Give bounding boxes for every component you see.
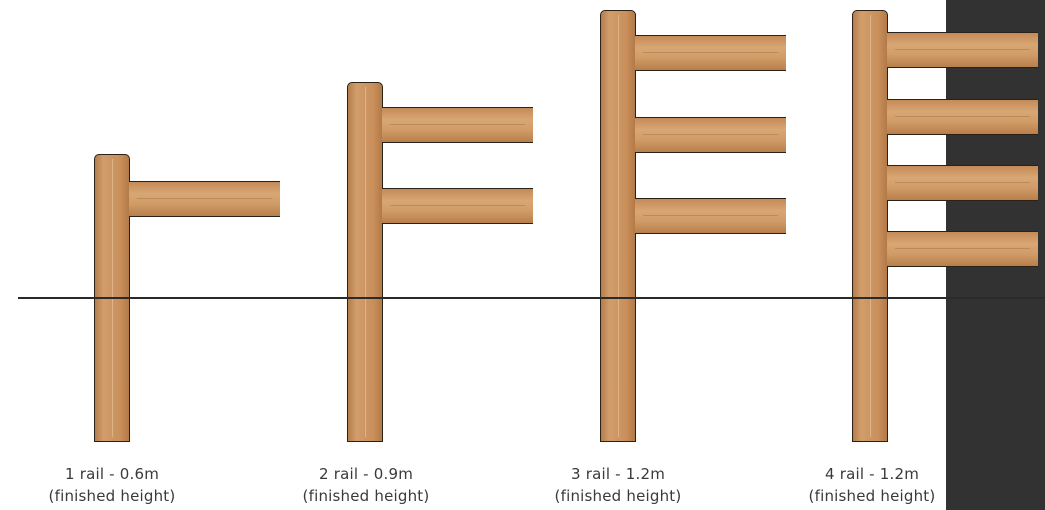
fence-4-rail-3 <box>887 165 1038 201</box>
fence-3-rail-3 <box>635 198 786 234</box>
fence-3-rail-1 <box>635 35 786 71</box>
fence-2-caption: 2 rail - 0.9m (finished height) <box>266 463 466 507</box>
fence-1-caption: 1 rail - 0.6m (finished height) <box>12 463 212 507</box>
fence-4-rail-1 <box>887 32 1038 68</box>
fence-2-rail-1 <box>382 107 533 143</box>
fence-2-note: (finished height) <box>302 487 430 505</box>
fence-3-note: (finished height) <box>554 487 682 505</box>
fence-2-post <box>347 82 383 442</box>
fence-1-label: 1 rail - 0.6m <box>64 465 160 483</box>
fence-4-post <box>852 10 888 442</box>
fence-3-post <box>600 10 636 442</box>
fence-4-caption: 4 rail - 1.2m (finished height) <box>772 463 972 507</box>
fence-3-caption: 3 rail - 1.2m (finished height) <box>518 463 718 507</box>
fence-4-label: 4 rail - 1.2m <box>824 465 920 483</box>
fence-3-rail-2 <box>635 117 786 153</box>
fence-4-rail-2 <box>887 99 1038 135</box>
fence-3-label: 3 rail - 1.2m <box>570 465 666 483</box>
fence-1-note: (finished height) <box>48 487 176 505</box>
fence-2-rail-2 <box>382 188 533 224</box>
ground-line <box>18 297 1045 299</box>
fence-4-note: (finished height) <box>808 487 936 505</box>
fence-2-label: 2 rail - 0.9m <box>318 465 414 483</box>
fence-4-rail-4 <box>887 231 1038 267</box>
fence-1-rail-1 <box>129 181 280 217</box>
